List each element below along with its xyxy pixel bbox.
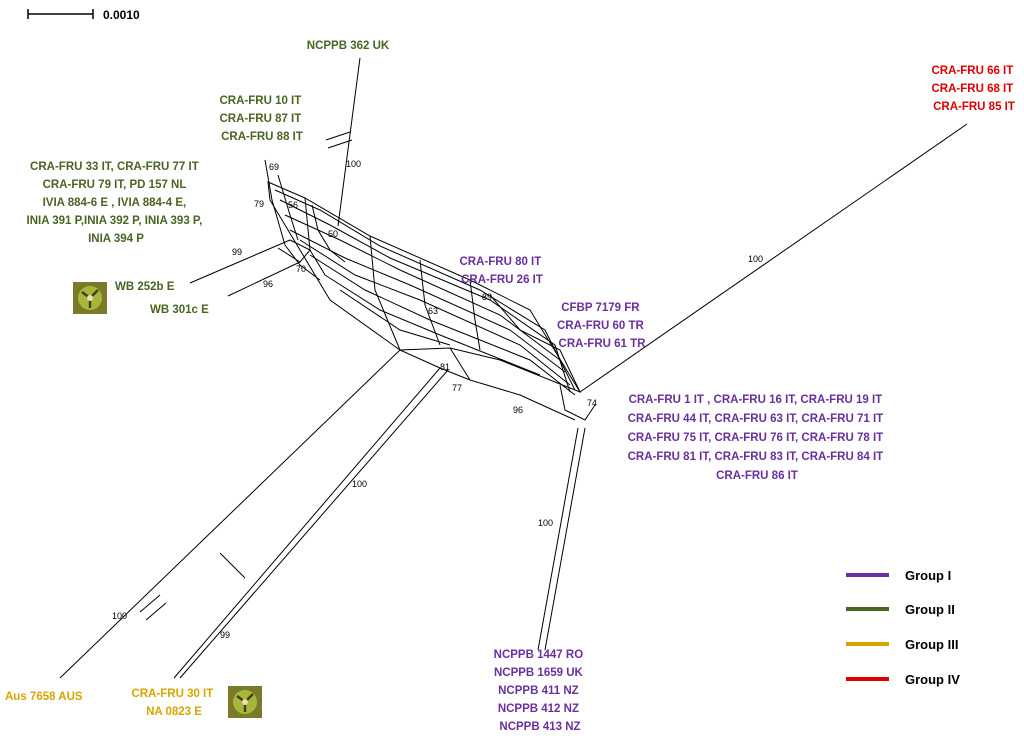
bootstrap-value: 81: [440, 362, 450, 372]
scale-bar: 0.0010: [27, 8, 140, 22]
network-web: [277, 174, 299, 241]
bootstrap-value: 99: [220, 630, 230, 640]
branch-aus: [59, 349, 401, 679]
bootstrap-value: 50: [328, 229, 338, 239]
label-ncppb1447: NCPPB 1447 RO NCPPB 1659 UK NCPPB 411 NZ…: [494, 649, 587, 733]
network-web: [399, 349, 471, 381]
branch-crafru30: [179, 369, 449, 679]
label-crafru33: CRA-FRU 33 IT, CRA-FRU 77 IT CRA-FRU 79 …: [27, 161, 206, 245]
bootstrap-value: 63: [428, 306, 438, 316]
legend-label-group-3: Group III: [905, 637, 958, 652]
bootstrap-value: 77: [452, 383, 462, 393]
specimen-thumbnail-crafru30: [228, 686, 262, 718]
network-edges: [59, 57, 968, 679]
bootstrap-value: 100: [346, 159, 361, 169]
label-crafru80: CRA-FRU 80 IT CRA-FRU 26 IT: [460, 256, 545, 286]
network-web: [489, 294, 581, 393]
legend-label-group-2: Group II: [905, 602, 955, 617]
bootstrap-value: 74: [587, 398, 597, 408]
bootstrap-value: 96: [263, 279, 273, 289]
network-web: [264, 159, 321, 281]
branch-aus-break: [139, 594, 167, 621]
branch-ncppb1447: [544, 427, 586, 651]
branch-link: [219, 552, 246, 579]
bootstrap-value: 100: [538, 518, 553, 528]
branch-ncppb1447: [537, 427, 579, 651]
network-web: [419, 259, 441, 346]
network-web: [309, 254, 576, 396]
label-crafru66: CRA-FRU 66 IT CRA-FRU 68 IT CRA-FRU 85 I…: [932, 65, 1017, 113]
branch-crafru30: [173, 367, 441, 679]
specimen-thumbnail-wb: [73, 282, 107, 314]
bootstrap-value: 96: [513, 405, 523, 415]
legend-label-group-1: Group I: [905, 568, 951, 583]
network-web: [339, 289, 451, 346]
network-web: [449, 347, 576, 421]
bootstrap-value: 100: [112, 611, 127, 621]
network-web: [284, 214, 561, 361]
bootstrap-value: 70: [296, 264, 306, 274]
bootstrap-value: 79: [254, 199, 264, 209]
branch-ncppb362: [337, 57, 361, 227]
bootstrap-value: 69: [269, 162, 279, 172]
legend-label-group-4: Group IV: [905, 672, 960, 687]
node-labels: NCPPB 362 UK CRA-FRU 10 IT CRA-FRU 87 IT…: [5, 40, 1017, 733]
label-aus: Aus 7658 AUS: [5, 691, 83, 703]
branch-ncppb362-break: [325, 131, 353, 149]
bootstrap-value: 89: [482, 292, 492, 302]
label-crafru10: CRA-FRU 10 IT CRA-FRU 87 IT CRA-FRU 88 I…: [220, 95, 305, 143]
bootstrap-value: 99: [232, 247, 242, 257]
network-web: [311, 204, 346, 263]
label-crafru1: CRA-FRU 1 IT , CRA-FRU 16 IT, CRA-FRU 19…: [628, 394, 887, 482]
label-wb252: WB 252b E: [115, 281, 175, 293]
network-web: [299, 239, 571, 386]
branch-wb-link: [277, 239, 311, 263]
network-web: [369, 235, 401, 351]
bootstrap-values: 100 69 79 56 50 99 70 96 89 63 81 77 96 …: [112, 159, 763, 640]
bootstrap-value: 100: [352, 479, 367, 489]
label-cfbp: CFBP 7179 FR CRA-FRU 60 TR CRA-FRU 61 TR: [557, 302, 647, 350]
network-web: [279, 199, 571, 393]
legend: Group I Group II Group III Group IV: [846, 568, 960, 687]
network-web: [469, 279, 481, 351]
bootstrap-value: 56: [288, 200, 298, 210]
branch-crafru66: [579, 123, 968, 393]
branch-wb301: [227, 261, 301, 297]
label-wb301: WB 301c E: [150, 304, 209, 316]
network-web: [289, 229, 566, 373]
network-web: [324, 274, 541, 376]
label-crafru30: CRA-FRU 30 IT NA 0823 E: [132, 688, 217, 718]
bootstrap-value: 100: [748, 254, 763, 264]
scale-bar-label: 0.0010: [103, 8, 140, 22]
network-web: [559, 384, 596, 421]
branch-wb252: [189, 239, 291, 284]
label-ncppb362: NCPPB 362 UK: [307, 40, 390, 52]
